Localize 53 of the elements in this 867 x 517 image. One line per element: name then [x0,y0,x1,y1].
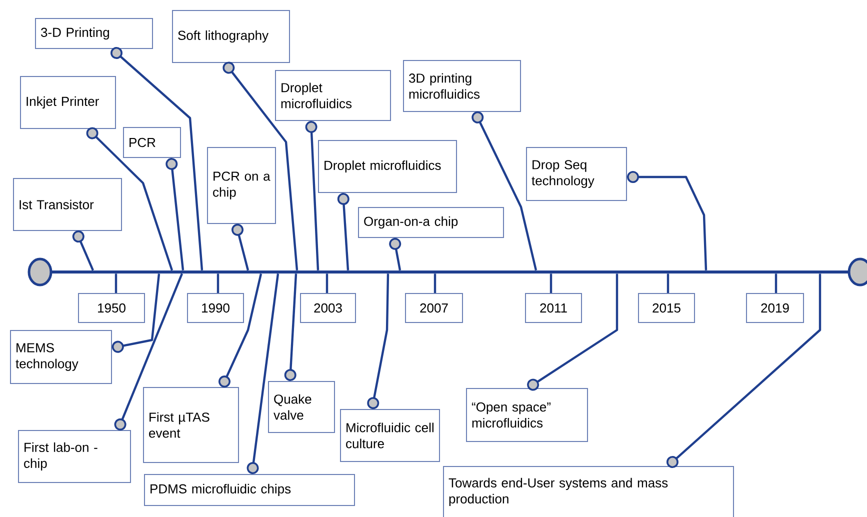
event-box: Drop Seq technology [526,147,627,201]
year-box: 2007 [405,293,463,323]
event-box: Soft lithography [172,10,290,63]
leader-line [472,111,538,271]
year-box: 2003 [300,293,356,323]
leader-line [114,273,184,430]
leader-line [72,230,94,271]
event-box: MEMS technology [10,330,112,384]
event-box: Droplet microfluidics [275,70,391,121]
year-box: 1990 [187,293,244,323]
leader-line [305,121,320,270]
event-box: First µTAS event [143,387,239,463]
year-box: 1950 [78,293,145,323]
leader-line [166,158,184,270]
leader-line [86,127,174,271]
leader-line [284,274,298,381]
leader-line [246,274,280,474]
tick-line [326,274,328,293]
event-box: Inkjet Printer [20,76,116,129]
event-box: 3-D Printing [35,18,153,49]
tick-line [216,274,220,293]
leader-line [389,238,402,270]
event-box: PCR [123,127,181,158]
event-box: 3D printing microfluidics [403,60,521,112]
leader-line [337,193,350,270]
leader-line [218,273,262,388]
tick-line [666,274,670,293]
leader-line [627,171,708,270]
leader-line [232,224,250,271]
event-box: Quake valve [268,381,335,433]
tick-line [550,274,552,293]
event-box: Microfluidic cell culture [340,409,440,462]
tick-line [434,274,436,293]
leader-line [112,274,160,353]
leader-line [222,62,298,270]
event-box: Organ-on-a chip [358,207,504,238]
leader-line [367,274,390,410]
tick-line [774,274,778,293]
year-box: 2015 [638,293,695,323]
year-box: 2019 [746,293,804,323]
event-box: “Open space” microfluidics [466,388,588,442]
leader-line [110,46,204,270]
event-box: PCR on a chip [207,147,276,224]
event-box: First lab-on - chip [18,430,131,483]
event-box: Ist Transistor [13,178,122,231]
event-box: Towards end-User systems and mass production [443,466,734,517]
timeline-axis [28,258,867,286]
year-box: 2011 [525,293,582,323]
leader-line [666,274,822,468]
tick-line [114,274,118,293]
event-box: PDMS microfluidic chips [144,474,355,506]
event-box: Droplet microfluidics [318,140,457,193]
leader-line [527,274,618,391]
